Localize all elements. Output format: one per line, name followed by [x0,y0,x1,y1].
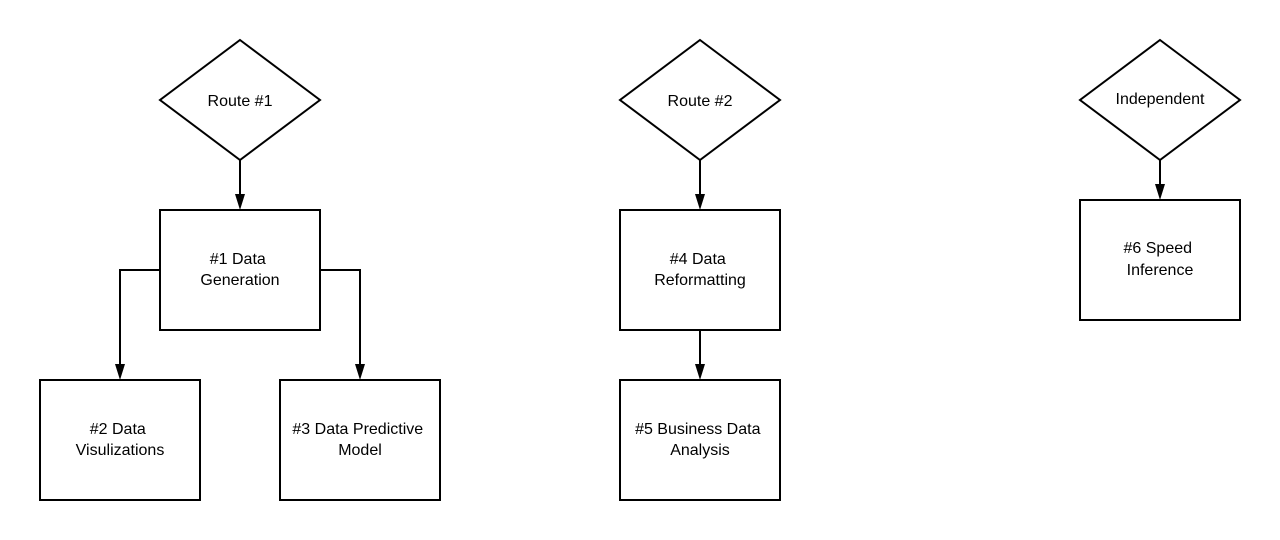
node-2-label-line-1: #2 Data [90,421,146,438]
node-1-label: #1 Data Generation [200,251,279,289]
independent-label: Independent [1116,91,1206,108]
node-3-label: #3 Data Predictive Model [292,421,427,459]
edge-independent-to-node6 [1155,160,1165,200]
node-3-data-predictive-model: #3 Data Predictive Model [279,379,441,501]
route-2-label: Route #2 [668,93,733,110]
edge-node1-to-node2-line [119,269,160,365]
edge-route1-to-node1-arrowhead [235,194,245,210]
node-5-label-line-2: Analysis [670,442,730,459]
node-4-box [619,209,781,331]
edge-node1-to-node2-arrowhead [115,364,125,380]
node-1-label-line-2: Generation [200,272,279,289]
edge-node1-to-node3 [320,269,365,380]
edge-route2-to-node4 [695,160,705,210]
edge-independent-to-node6-arrowhead [1155,184,1165,200]
node-4-label: #4 Data Reformatting [654,251,746,289]
node-5-box [619,379,781,501]
node-6-label-line-2: Inference [1127,262,1194,279]
node-2-box [39,379,201,501]
route-1-decision: Route #1 [158,38,322,162]
edge-node1-to-node3-line [320,269,361,365]
edge-node1-to-node3-arrowhead [355,364,365,380]
node-2-data-visulizations: #2 Data Visulizations [39,379,201,501]
node-6-speed-inference: #6 Speed Inference [1079,199,1241,321]
node-3-label-line-2: Model [338,442,382,459]
node-5-business-data-analysis: #5 Business Data Analysis [619,379,781,501]
node-2-label: #2 Data Visulizations [76,421,165,459]
route-2-decision: Route #2 [618,38,782,162]
node-1-box [159,209,321,331]
node-1-data-generation: #1 Data Generation [159,209,321,331]
node-6-label-line-1: #6 Speed [1124,240,1193,257]
edge-route1-to-node1 [235,160,245,210]
node-1-label-line-1: #1 Data [210,251,266,268]
node-3-box [279,379,441,501]
node-4-data-reformatting: #4 Data Reformatting [619,209,781,331]
node-4-label-line-1: #4 Data [670,251,726,268]
node-3-label-line-1: #3 Data Predictive [292,421,423,438]
node-2-label-line-2: Visulizations [76,442,165,459]
node-4-label-line-2: Reformatting [654,272,746,289]
node-6-label: #6 Speed Inference [1124,240,1197,279]
node-5-label-line-1: #5 Business Data [635,421,761,438]
independent-decision: Independent [1078,38,1242,162]
edge-node4-to-node5-arrowhead [695,364,705,380]
edge-route2-to-node4-arrowhead [695,194,705,210]
edge-node1-to-node2 [115,269,160,380]
edge-node4-to-node5 [695,330,705,380]
node-6-box [1079,199,1241,321]
node-5-label: #5 Business Data Analysis [635,421,765,459]
route-1-label: Route #1 [208,93,273,110]
